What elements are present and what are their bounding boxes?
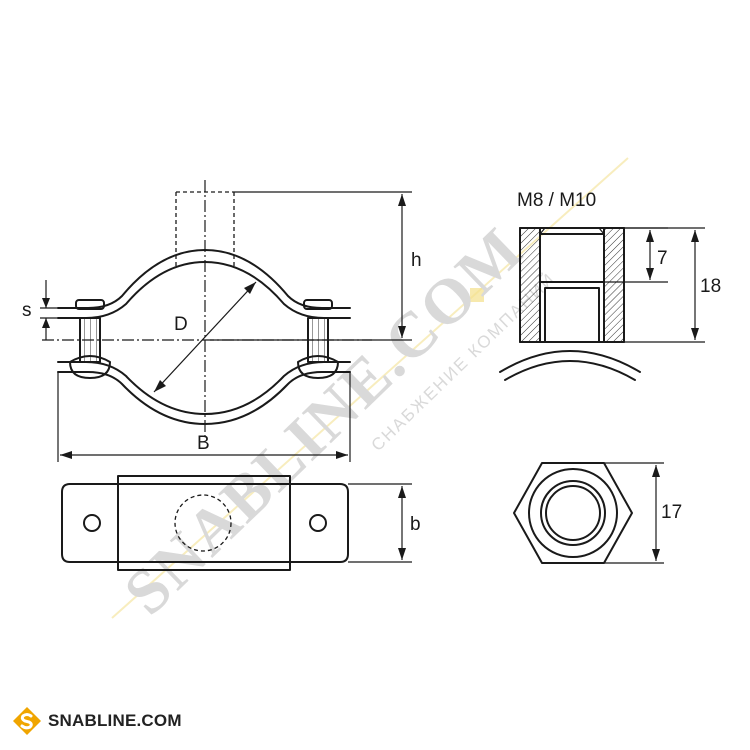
label-h: h (411, 250, 422, 271)
label-7: 7 (657, 248, 668, 269)
nut-hex-view: 17 (513, 462, 682, 564)
nut-section-view: M8 / M10 7 18 (499, 190, 721, 381)
label-b: b (410, 514, 421, 535)
label-D: D (174, 314, 188, 335)
clamp-top-view: b (61, 475, 421, 571)
label-18: 18 (700, 276, 721, 297)
label-s: s (22, 300, 32, 321)
brand-footer: SNABLINE.COM (12, 704, 182, 738)
label-thread: M8 / M10 (517, 190, 596, 211)
label-17: 17 (661, 502, 682, 523)
brand-name: SNABLINE.COM (48, 711, 182, 730)
clamp-front-view: s h D B (22, 180, 422, 462)
watermark-main-text: SNABLINE.COM (110, 213, 536, 628)
snabline-logo-icon (13, 707, 41, 735)
label-B: B (197, 433, 210, 454)
